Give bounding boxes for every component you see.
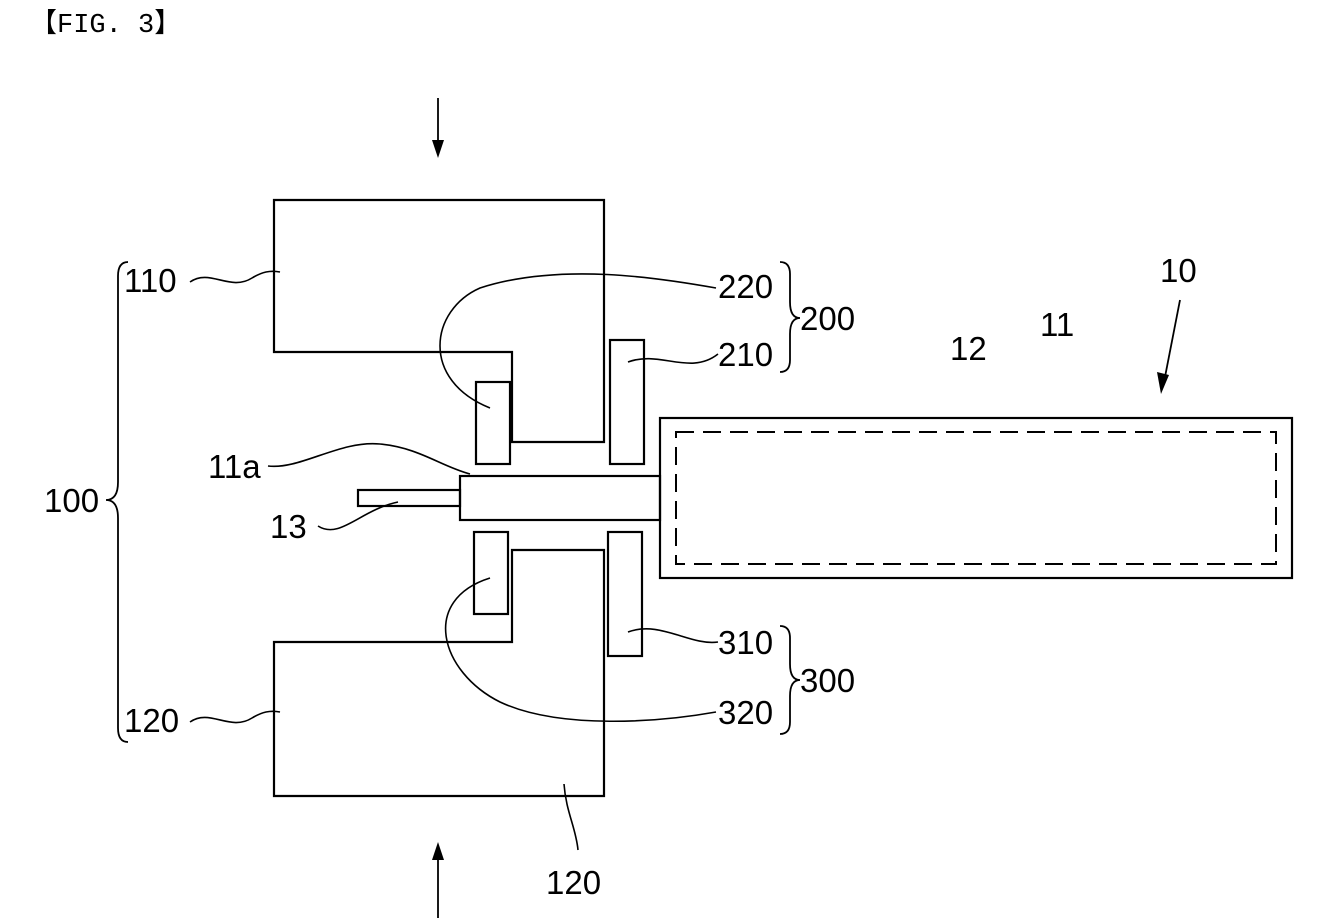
leader-220 — [440, 274, 716, 408]
electrode-220 — [476, 382, 510, 464]
ref-120-bottom: 120 — [546, 864, 601, 901]
ref-220: 220 — [718, 268, 773, 305]
battery-arrow — [1157, 300, 1180, 394]
electrode-310 — [608, 532, 642, 656]
ref-310: 310 — [718, 624, 773, 661]
leader-320 — [446, 578, 716, 721]
leader-110 — [190, 271, 280, 282]
ref-13: 13 — [270, 508, 307, 545]
electrode-320 — [474, 532, 508, 614]
ref-110: 110 — [124, 262, 177, 299]
ref-200: 200 — [800, 300, 855, 337]
lower-jig-120 — [274, 550, 604, 796]
ref-120-left: 120 — [124, 702, 179, 739]
ref-300: 300 — [800, 662, 855, 699]
brace-200 — [780, 262, 800, 372]
ref-12: 12 — [950, 330, 987, 367]
leader-120-left — [190, 711, 280, 722]
ref-100: 100 — [44, 482, 99, 519]
top-press-arrow — [432, 98, 444, 158]
lead-13 — [358, 490, 460, 506]
brace-100 — [106, 262, 128, 742]
battery-case-11 — [660, 418, 1292, 578]
ref-320: 320 — [718, 694, 773, 731]
ref-11a: 11a — [208, 448, 261, 485]
bottom-press-arrow — [432, 842, 444, 918]
upper-jig-110 — [274, 200, 604, 442]
ref-10: 10 — [1160, 252, 1197, 289]
electrode-assembly-12 — [676, 432, 1276, 564]
ref-210: 210 — [718, 336, 773, 373]
brace-300 — [780, 626, 800, 734]
lead-tab-11a — [460, 476, 660, 520]
leader-120-bottom — [564, 784, 578, 850]
ref-11: 11 — [1040, 306, 1074, 343]
leader-210 — [628, 354, 718, 363]
figure-label: 【FIG. 3】 — [30, 9, 181, 41]
leader-11a — [268, 444, 470, 474]
